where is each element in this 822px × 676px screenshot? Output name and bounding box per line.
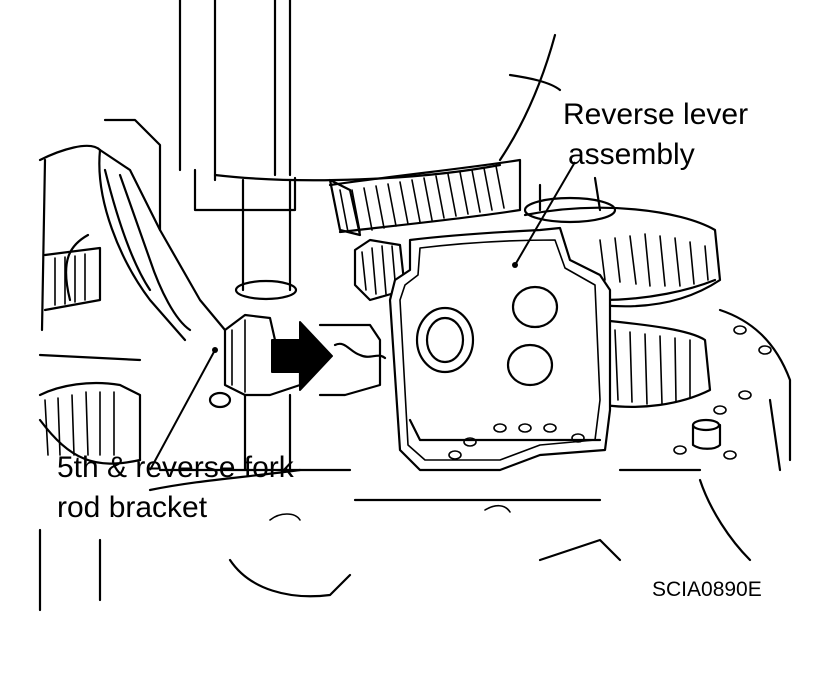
figure-code: SCIA0890E — [652, 578, 762, 601]
reverse-lever-label-line1: Reverse lever — [563, 98, 748, 131]
reverse-lever-label-line2: assembly — [568, 138, 695, 171]
fork-rod-bracket-part — [208, 313, 387, 409]
right-gear — [353, 176, 722, 408]
arrow-right-icon — [271, 321, 333, 391]
leader-lines — [149, 161, 576, 471]
lower-case — [148, 308, 792, 598]
fork-bracket-label-line1: 5th & reverse fork — [57, 451, 295, 484]
main-shafts — [178, 0, 562, 472]
fork-bracket-label-line2: rod bracket — [57, 491, 208, 524]
upper-gear — [328, 158, 522, 237]
reverse-lever-assembly-part — [388, 226, 612, 472]
transmission-case-left — [38, 118, 227, 612]
